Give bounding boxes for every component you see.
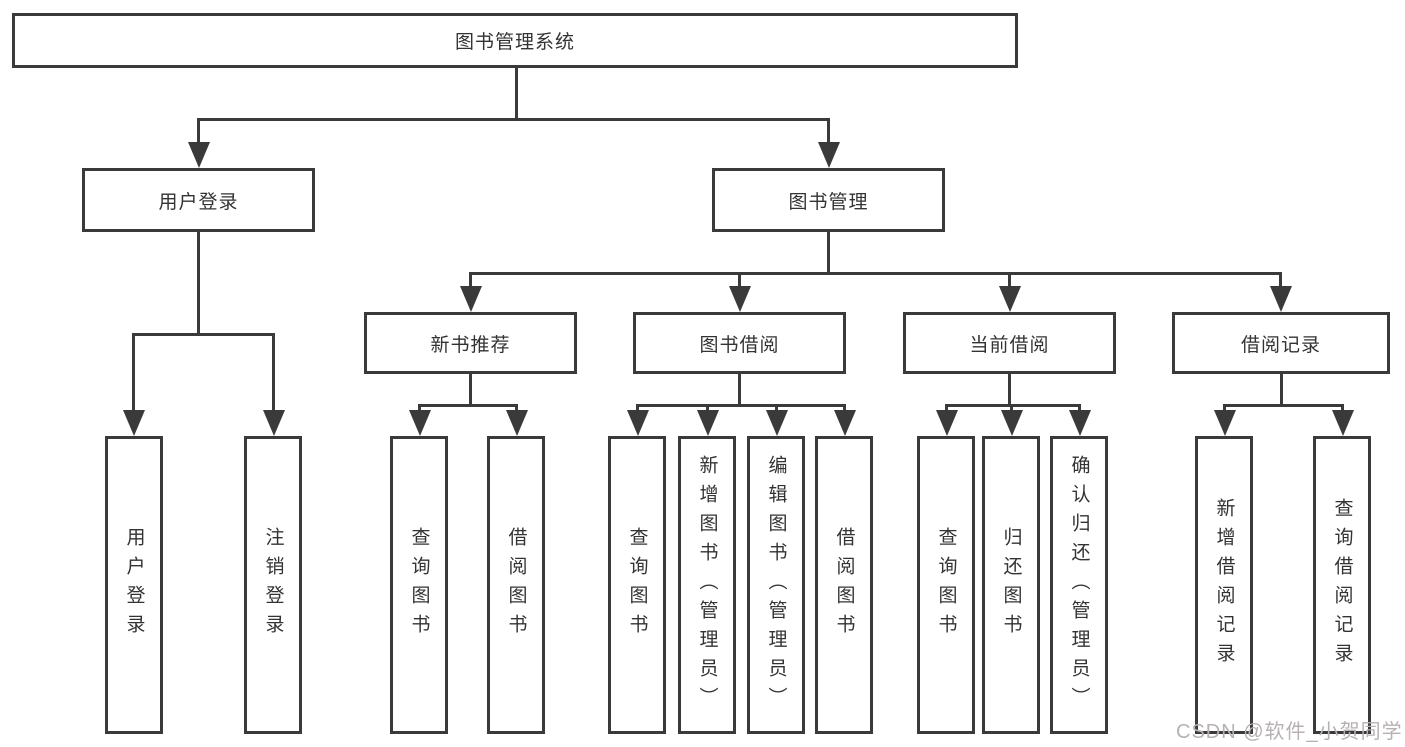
leaf-query-books-borrowing: 查询图书 bbox=[608, 436, 666, 734]
connector-line bbox=[197, 232, 200, 336]
connector-line bbox=[515, 404, 518, 414]
connector-line bbox=[469, 272, 1282, 275]
connector-line bbox=[1008, 374, 1011, 407]
arrow-down-icon bbox=[409, 410, 431, 436]
leaf-query-books-recommend: 查询图书 bbox=[390, 436, 448, 734]
connector-line bbox=[843, 404, 846, 414]
leaf-borrow-books: 借阅图书 bbox=[815, 436, 873, 734]
leaf-borrow-books-recommend: 借阅图书 bbox=[487, 436, 545, 734]
leaf-label: 新增借阅记录 bbox=[1213, 498, 1235, 672]
leaf-label: 查询图书 bbox=[408, 527, 430, 643]
connector-line bbox=[272, 333, 275, 412]
connector-line bbox=[1223, 404, 1226, 414]
watermark: CSDN @软件_小贺同学 bbox=[1176, 721, 1403, 743]
arrow-down-icon bbox=[1270, 286, 1292, 312]
leaf-label: 查询图书 bbox=[935, 527, 957, 643]
arrow-down-icon bbox=[506, 410, 528, 436]
leaf-label: 查询图书 bbox=[626, 527, 648, 643]
leaf-label: 新增图书（管理员） bbox=[696, 454, 718, 716]
connector-line bbox=[418, 404, 518, 407]
arrow-down-icon bbox=[818, 142, 840, 168]
arrow-down-icon bbox=[460, 286, 482, 312]
connector-line bbox=[738, 374, 741, 407]
arrow-down-icon bbox=[834, 410, 856, 436]
connector-line bbox=[132, 333, 275, 336]
connector-line bbox=[197, 118, 830, 121]
leaf-label: 编辑图书（管理员） bbox=[765, 454, 787, 716]
node-label: 图书借阅 bbox=[699, 334, 780, 356]
node-label: 图书管理 bbox=[788, 191, 869, 213]
connector-line bbox=[738, 272, 741, 288]
connector-line bbox=[469, 272, 472, 288]
connector-line bbox=[706, 404, 709, 414]
arrow-down-icon bbox=[936, 410, 958, 436]
connector-line bbox=[945, 404, 948, 414]
leaf-label: 确认归还（管理员） bbox=[1068, 454, 1090, 716]
connector-line bbox=[418, 404, 421, 414]
connector-line bbox=[515, 68, 518, 120]
arrow-down-icon bbox=[1332, 410, 1354, 436]
node-label: 新书推荐 bbox=[430, 334, 511, 356]
leaf-add-books-admin: 新增图书（管理员） bbox=[678, 436, 736, 734]
node-book-borrowing: 图书借阅 bbox=[633, 312, 846, 374]
node-label: 当前借阅 bbox=[969, 334, 1050, 356]
leaf-edit-books-admin: 编辑图书（管理员） bbox=[747, 436, 805, 734]
node-new-book-recommendation: 新书推荐 bbox=[364, 312, 577, 374]
leaf-user-login: 用户登录 bbox=[105, 436, 163, 734]
connector-line bbox=[132, 333, 135, 412]
leaf-label: 查询借阅记录 bbox=[1331, 498, 1353, 672]
node-label: 借阅记录 bbox=[1240, 334, 1321, 356]
leaf-logout: 注销登录 bbox=[244, 436, 302, 734]
connector-line bbox=[1078, 404, 1081, 414]
node-user-login: 用户登录 bbox=[82, 168, 315, 232]
connector-line bbox=[197, 118, 200, 146]
node-current-borrowing: 当前借阅 bbox=[903, 312, 1116, 374]
arrow-down-icon bbox=[729, 286, 751, 312]
connector-line bbox=[827, 232, 830, 275]
leaf-query-borrow-record: 查询借阅记录 bbox=[1313, 436, 1371, 734]
connector-line bbox=[775, 404, 778, 414]
leaf-label: 用户登录 bbox=[123, 527, 145, 643]
connector-line bbox=[1280, 374, 1283, 407]
leaf-return-books: 归还图书 bbox=[982, 436, 1040, 734]
arrow-down-icon bbox=[1214, 410, 1236, 436]
connector-line bbox=[636, 404, 639, 414]
arrow-down-icon bbox=[188, 142, 210, 168]
connector-line bbox=[1279, 272, 1282, 288]
arrow-down-icon bbox=[123, 410, 145, 436]
node-borrowing-records: 借阅记录 bbox=[1172, 312, 1390, 374]
leaf-label: 归还图书 bbox=[1000, 527, 1022, 643]
leaf-label: 借阅图书 bbox=[505, 527, 527, 643]
connector-line bbox=[469, 374, 472, 407]
arrow-down-icon bbox=[627, 410, 649, 436]
connector-line bbox=[1341, 404, 1344, 414]
connector-line bbox=[827, 118, 830, 146]
node-label: 图书管理系统 bbox=[454, 32, 575, 53]
arrow-down-icon bbox=[1069, 410, 1091, 436]
arrow-down-icon bbox=[697, 410, 719, 436]
arrow-down-icon bbox=[1001, 410, 1023, 436]
arrow-down-icon bbox=[263, 410, 285, 436]
node-library-management-system: 图书管理系统 bbox=[12, 13, 1018, 68]
connector-line bbox=[1010, 404, 1013, 414]
arrow-down-icon bbox=[766, 410, 788, 436]
connector-line bbox=[1008, 272, 1011, 288]
arrow-down-icon bbox=[999, 286, 1021, 312]
connector-line bbox=[636, 404, 846, 407]
leaf-confirm-return-admin: 确认归还（管理员） bbox=[1050, 436, 1108, 734]
connector-line bbox=[945, 404, 1081, 407]
node-label: 用户登录 bbox=[158, 191, 239, 213]
leaf-label: 借阅图书 bbox=[833, 527, 855, 643]
connector-line bbox=[1223, 404, 1344, 407]
leaf-add-borrow-record: 新增借阅记录 bbox=[1195, 436, 1253, 734]
node-book-management: 图书管理 bbox=[712, 168, 945, 232]
leaf-label: 注销登录 bbox=[262, 527, 284, 643]
leaf-query-books-current: 查询图书 bbox=[917, 436, 975, 734]
